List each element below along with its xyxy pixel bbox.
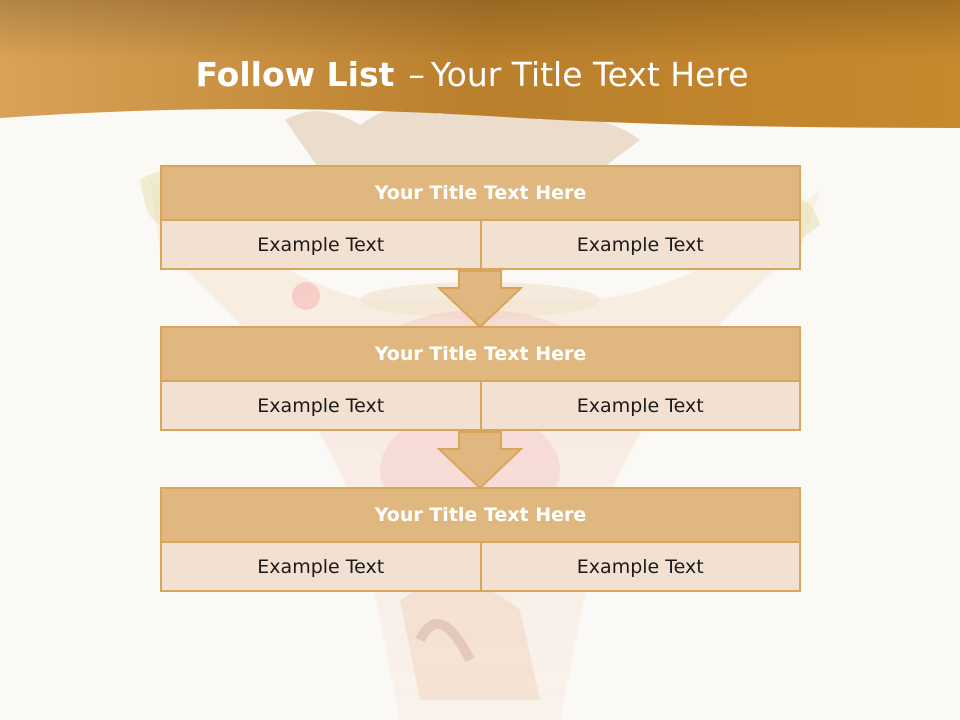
slide-title-rest: Your Title Text Here: [430, 55, 749, 94]
header-band: [0, 0, 960, 128]
block-row: Example Text Example Text: [160, 221, 801, 270]
list-block-2: Your Title Text Here Example Text Exampl…: [160, 326, 801, 431]
slide-title: Follow List–Your Title Text Here: [0, 52, 944, 98]
block-cell-left: Example Text: [160, 382, 482, 431]
down-arrow-icon: [437, 431, 523, 489]
block-row: Example Text Example Text: [160, 382, 801, 431]
block-title: Your Title Text Here: [160, 487, 801, 543]
block-title: Your Title Text Here: [160, 165, 801, 221]
slide-title-bold: Follow List: [195, 55, 395, 94]
block-cell-left: Example Text: [160, 543, 482, 592]
slide-title-dash: –: [408, 55, 425, 94]
block-cell-right: Example Text: [481, 221, 801, 270]
block-cell-left: Example Text: [160, 221, 482, 270]
block-cell-right: Example Text: [481, 382, 801, 431]
block-row: Example Text Example Text: [160, 543, 801, 592]
block-cell-right: Example Text: [481, 543, 801, 592]
list-block-1: Your Title Text Here Example Text Exampl…: [160, 165, 801, 270]
list-block-3: Your Title Text Here Example Text Exampl…: [160, 487, 801, 592]
block-title: Your Title Text Here: [160, 326, 801, 382]
down-arrow-icon: [437, 270, 523, 328]
